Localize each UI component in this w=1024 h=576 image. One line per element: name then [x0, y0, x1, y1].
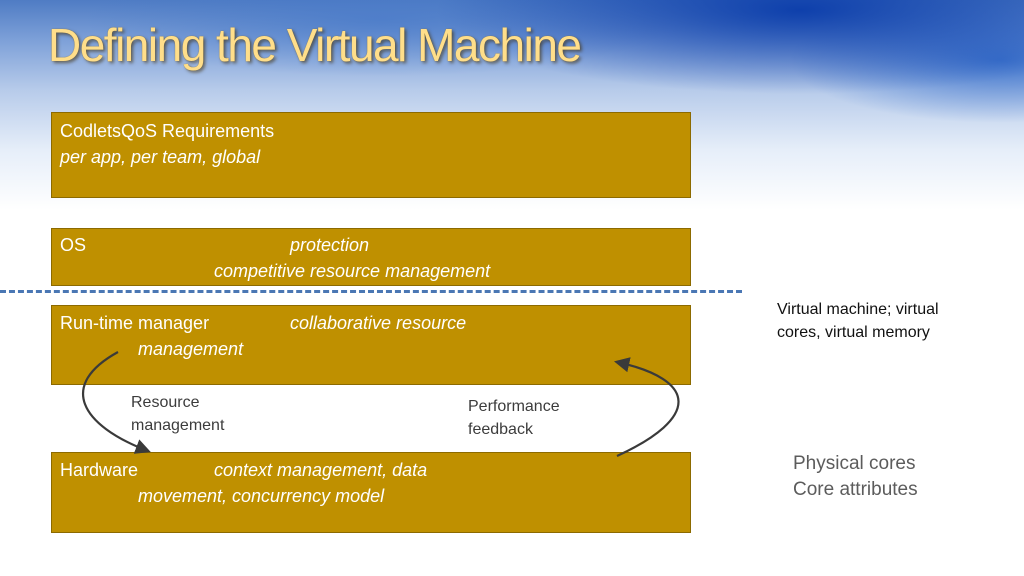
hardware-label: Hardware: [60, 460, 139, 480]
hardware-description-line1: context management, data: [214, 460, 428, 480]
runtime-description-line1: collaborative resource: [290, 313, 467, 333]
os-resource-management: competitive resource management: [214, 261, 491, 281]
os-box: OS protection competitive resource manag…: [51, 228, 691, 286]
hardware-description-line2: movement, concurrency model: [138, 486, 385, 506]
os-protection: protection: [290, 235, 370, 255]
performance-label-line2: feedback: [468, 421, 533, 438]
codelets-label: CodletsQoS Requirements: [60, 121, 275, 141]
resource-label-line2: management: [131, 417, 225, 434]
resource-label-line1: Resource: [131, 394, 200, 411]
performance-feedback-label: Performance feedback: [468, 395, 560, 441]
runtime-label: Run-time manager: [60, 313, 210, 333]
slide-title: Defining the Virtual Machine: [48, 19, 582, 71]
hardware-box: Hardware context management, data moveme…: [51, 452, 691, 533]
performance-label-line1: Performance: [468, 398, 560, 415]
physical-cores-note: Physical cores Core attributes: [793, 451, 918, 503]
physical-note-line2: Core attributes: [793, 479, 918, 500]
codelets-box: CodletsQoS Requirements per app, per tea…: [51, 112, 691, 198]
virtual-machine-note: Virtual machine; virtual cores, virtual …: [777, 298, 939, 344]
os-label: OS: [60, 235, 87, 255]
runtime-manager-box: Run-time manager collaborative resource …: [51, 305, 691, 385]
resource-management-label: Resource management: [131, 391, 224, 437]
virtual-note-line1: Virtual machine; virtual: [777, 301, 939, 318]
physical-note-line1: Physical cores: [793, 453, 916, 474]
codelets-scope: per app, per team, global: [60, 147, 261, 167]
runtime-description-line2: management: [138, 339, 244, 359]
virtual-physical-divider: [0, 290, 742, 293]
virtual-note-line2: cores, virtual memory: [777, 324, 930, 341]
